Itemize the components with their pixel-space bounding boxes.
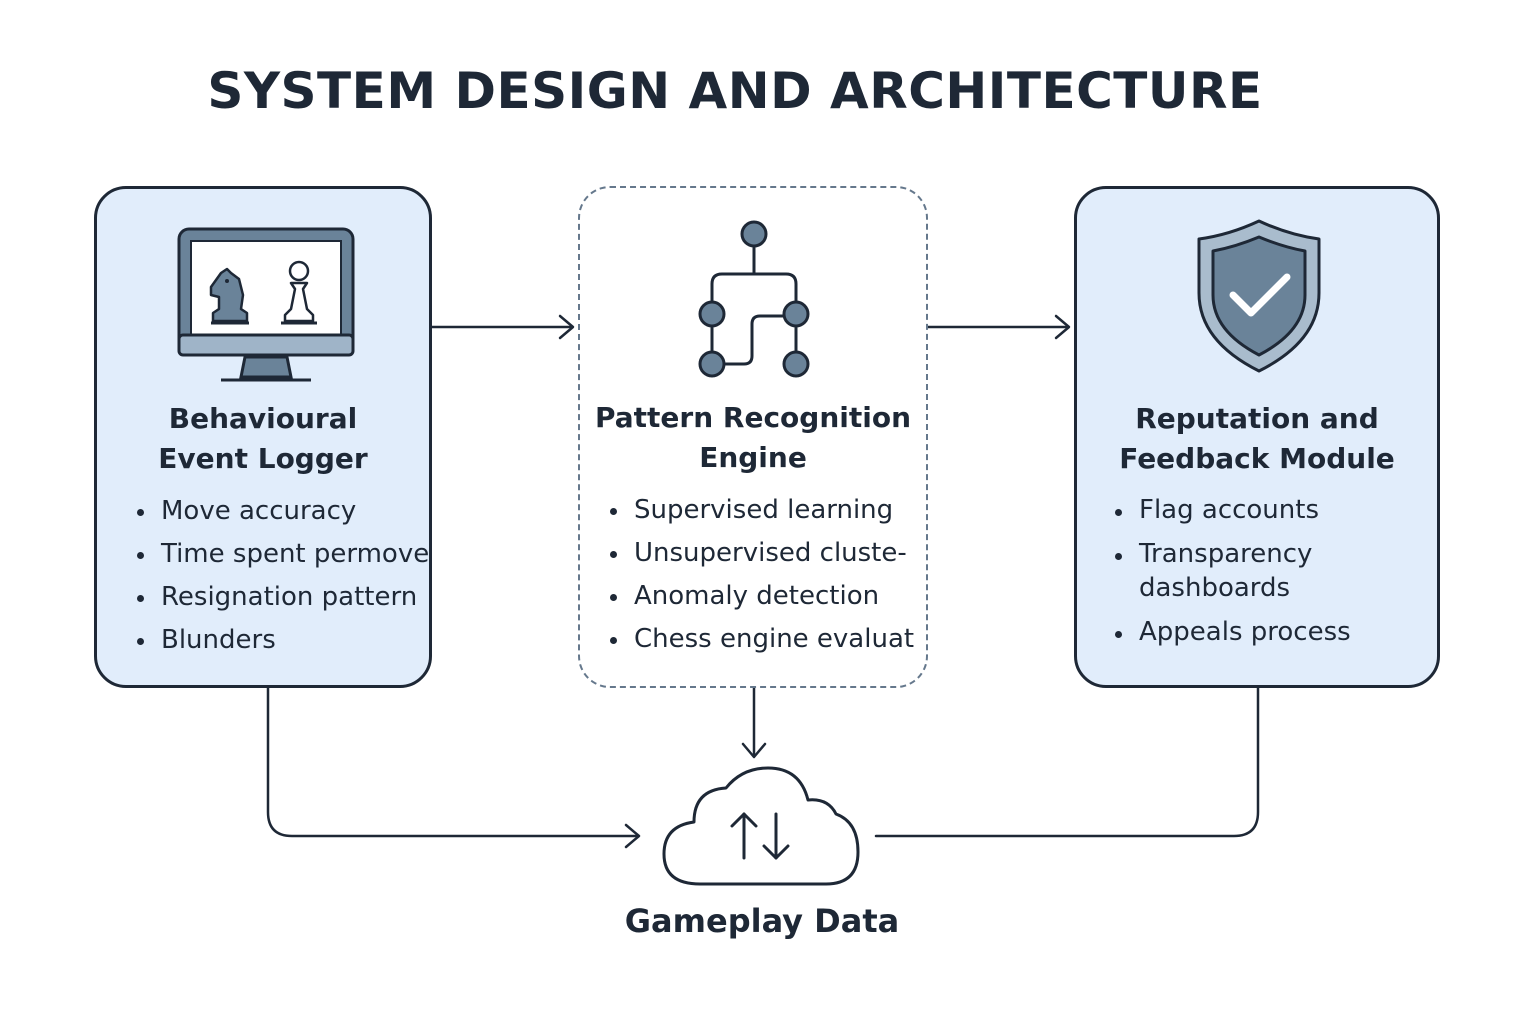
list-item: Chess engine evaluat: [608, 621, 914, 664]
node-behavioural-event-logger: Behavioural Event Logger Move accuracy T…: [94, 186, 432, 688]
shield-check-icon: [1193, 217, 1325, 375]
arrowhead-logger-to-engine: [558, 314, 575, 340]
line-reputation-to-data: [874, 686, 1260, 838]
arrow-logger-to-data: [266, 686, 640, 838]
network-graph-icon: [694, 218, 812, 380]
node-title: Behavioural Event Logger: [158, 402, 368, 475]
node-title: Pattern Recognition Engine: [594, 401, 912, 474]
cloud-sync-icon: [660, 764, 862, 888]
list-item: Transparency dashboards: [1113, 537, 1379, 605]
node-reputation-feedback-module: Reputation and Feedback Module Flag acco…: [1074, 186, 1440, 688]
list-item: Time spent permove: [135, 536, 429, 579]
node-title: Reputation and Feedback Module: [1119, 402, 1395, 475]
feature-list: Move accuracy Time spent permove Resigna…: [135, 493, 429, 665]
monitor-chess-icon: [175, 225, 357, 385]
arrowhead-logger-to-data: [624, 823, 641, 849]
gameplay-data-label: Gameplay Data: [624, 902, 900, 940]
list-item: Resignation pattern: [135, 579, 429, 622]
list-item: Flag accounts: [1113, 493, 1379, 527]
feature-list: Supervised learning Unsupervised cluste-…: [608, 492, 914, 664]
diagram-title: SYSTEM DESIGN AND ARCHITECTURE: [207, 62, 1263, 120]
arrowhead-engine-to-data: [741, 742, 767, 759]
list-item: Appeals process: [1113, 615, 1379, 649]
arrowhead-engine-to-reputation: [1054, 314, 1071, 340]
node-pattern-recognition-engine: Pattern Recognition Engine Supervised le…: [578, 186, 928, 688]
feature-list: Flag accounts Transparency dashboards Ap…: [1113, 493, 1379, 659]
list-item: Unsupervised cluste-: [608, 535, 914, 578]
list-item: Blunders: [135, 622, 429, 665]
list-item: Supervised learning: [608, 492, 914, 535]
list-item: Anomaly detection: [608, 578, 914, 621]
list-item: Move accuracy: [135, 493, 429, 536]
